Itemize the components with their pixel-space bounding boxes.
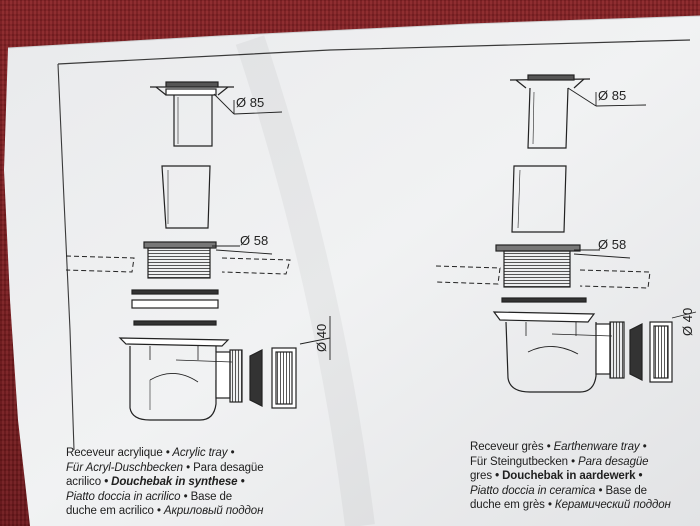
right-outlet-thread — [609, 321, 625, 379]
left-gasket-1 — [131, 289, 219, 295]
sheet-border-line — [57, 39, 691, 65]
right-caption-line-5: duche em grès • Керамический поддон — [470, 499, 671, 511]
right-upper-tube — [527, 87, 569, 149]
right-threaded-body — [503, 250, 571, 288]
left-caption-line-2: Für Acryl-Duschbecken • Para desagüe — [66, 461, 264, 474]
right-tray-edge-right — [579, 269, 651, 289]
left-caption-line-5: duche em acrilico • Акриловый поддон — [66, 505, 264, 517]
right-dim-85-label: Ø 85 — [598, 88, 626, 103]
left-dim-40-label: Ø 40 — [314, 324, 329, 352]
left-outlet-collar — [215, 351, 231, 399]
right-caption-line-4: Piatto doccia in ceramica • Base de — [470, 484, 647, 497]
right-caption-line-2: Für Steingutbecken • Para desagüe — [470, 455, 649, 468]
left-upper-tube — [173, 95, 213, 147]
right-tray-edge-left — [435, 265, 501, 285]
left-tray-edge-right — [221, 257, 291, 275]
left-tray-edge-left — [65, 255, 135, 273]
right-caption-line-3: gres • Douchebak in aardewerk • — [470, 470, 643, 482]
left-gasket-2 — [133, 320, 217, 326]
left-trap-flange — [118, 337, 230, 347]
left-outlet-thread — [229, 349, 243, 403]
left-dim-85-label: Ø 85 — [236, 95, 264, 110]
left-trap-body — [129, 346, 217, 421]
right-grate — [527, 74, 575, 81]
left-caption-line-1: Receveur acrylique • Acrylic tray • — [66, 447, 235, 459]
right-trap-flange — [492, 311, 596, 323]
right-dim-40-label: Ø 40 — [680, 308, 695, 336]
left-grate — [165, 81, 219, 88]
left-caption-line-4: Piatto doccia in acrilico • Base de — [66, 490, 233, 503]
left-drain-diagram — [65, 81, 331, 421]
right-cone-seal — [629, 323, 643, 381]
right-outlet-collar — [595, 323, 611, 375]
left-middle-tube — [161, 165, 211, 229]
left-cone-seal — [249, 349, 263, 407]
left-locknut-top — [143, 241, 217, 249]
right-locknut-top — [495, 244, 581, 252]
right-caption: Receveur grès • Earthenware tray • Für S… — [470, 440, 671, 513]
right-middle-tube — [511, 165, 567, 233]
left-caption-line-3: acrilico • Douchebak in synthese • — [66, 476, 245, 488]
right-caption-line-1: Receveur grès • Earthenware tray • — [470, 441, 647, 453]
right-drain-diagram — [435, 74, 697, 393]
left-caption: Receveur acrylique • Acrylic tray • Für … — [66, 446, 264, 519]
right-trap-body — [505, 321, 597, 393]
left-dim-58-label: Ø 58 — [240, 233, 268, 248]
left-threaded-body — [147, 247, 211, 279]
right-dim-58-label: Ø 58 — [598, 237, 626, 252]
right-gasket-1 — [501, 297, 587, 303]
